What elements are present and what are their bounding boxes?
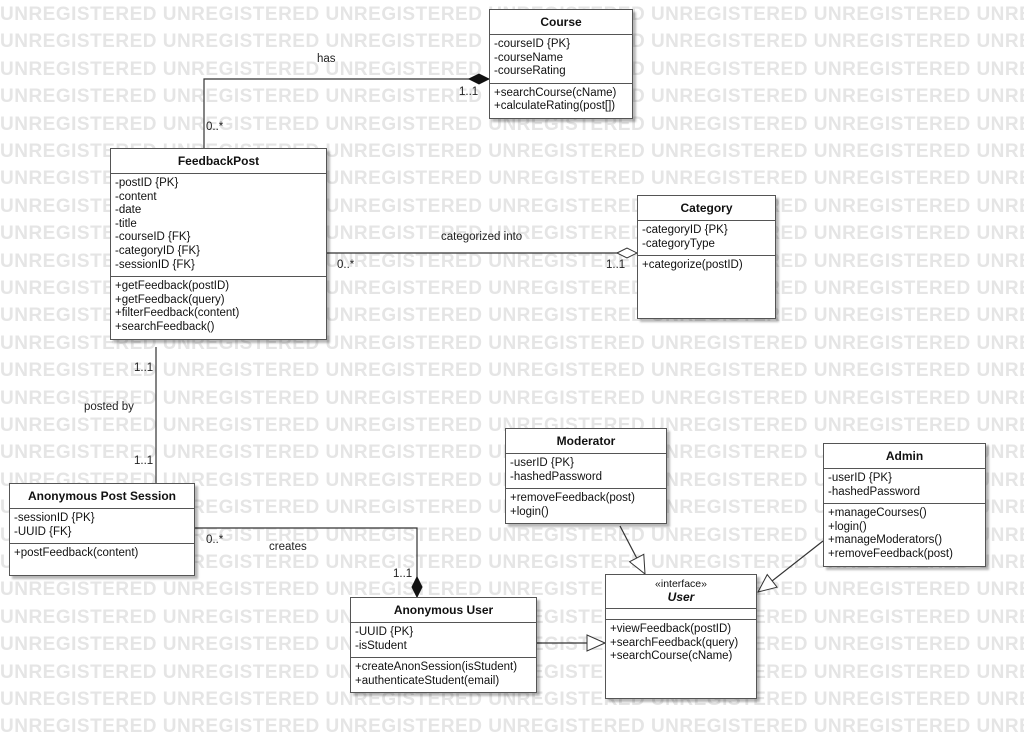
has-multiplicity-course: 1..1: [459, 86, 479, 98]
methods-compartment: +manageCourses()+login()+manageModerator…: [824, 504, 985, 565]
class-anonymous-post-session[interactable]: Anonymous Post Session -sessionID {PK}-U…: [9, 483, 195, 576]
member-row: -courseName: [494, 51, 564, 64]
member-row: +manageModerators(): [828, 534, 943, 547]
class-header: FeedbackPost: [111, 149, 326, 174]
member-row: +searchCourse(cName): [610, 650, 733, 663]
member-row: -content: [115, 190, 157, 203]
member-row: -date: [115, 204, 142, 217]
member-row: +login(): [510, 505, 549, 518]
class-header: Anonymous User: [351, 598, 536, 623]
member-row: -hashedPassword: [510, 470, 603, 483]
member-row: +getFeedback(query): [115, 293, 225, 306]
member-row: +login(): [828, 520, 867, 533]
posted-by-label: posted by: [84, 401, 134, 413]
class-feedback-post[interactable]: FeedbackPost -postID {PK}-content-date-t…: [110, 148, 327, 340]
member-row: +getFeedback(postID): [115, 280, 230, 293]
interface-stereotype: «interface»: [655, 578, 707, 590]
class-name: FeedbackPost: [177, 154, 260, 168]
class-header: Admin: [824, 444, 985, 469]
member-row: -title: [115, 217, 137, 230]
member-row: +categorize(postID): [642, 259, 743, 272]
attributes-compartment: -categoryID {PK}-categoryType: [638, 221, 775, 257]
class-header: Category: [638, 196, 775, 221]
member-row: +searchFeedback(): [115, 320, 215, 333]
member-row: -courseID {FK}: [115, 231, 191, 244]
member-row: -isStudent: [355, 639, 407, 652]
member-row: +filterFeedback(content): [115, 307, 240, 320]
member-row: +removeFeedback(post): [828, 547, 953, 560]
class-course[interactable]: Course -courseID {PK}-courseName-courseR…: [489, 9, 633, 119]
member-row: -courseRating: [494, 65, 566, 78]
member-row: +searchFeedback(query): [610, 636, 739, 649]
interface-user[interactable]: «interface» User +viewFeedback(postID)+s…: [605, 574, 757, 699]
member-row: -hashedPassword: [828, 485, 921, 498]
member-row: +postFeedback(content): [14, 547, 139, 560]
member-row: -courseID {PK}: [494, 38, 571, 50]
class-header: Anonymous Post Session: [10, 484, 194, 509]
member-row: +manageCourses(): [828, 507, 927, 520]
class-name: User: [667, 590, 695, 604]
moderator-realization-line: [619, 525, 645, 574]
member-row: +createAnonSession(isStudent): [355, 661, 518, 674]
class-moderator[interactable]: Moderator -userID {PK}-hashedPassword +r…: [505, 428, 667, 525]
member-row: -userID {PK}: [828, 472, 892, 484]
posted-by-multiplicity-session: 1..1: [134, 455, 154, 467]
class-name: Admin: [885, 449, 924, 463]
member-row: -sessionID {FK}: [115, 258, 195, 271]
class-header: «interface» User: [606, 575, 756, 609]
class-name: Category: [680, 201, 733, 215]
member-row: +viewFeedback(postID): [610, 623, 732, 635]
member-row: -UUID {PK}: [355, 626, 414, 638]
class-category[interactable]: Category -categoryID {PK}-categoryType +…: [637, 195, 776, 319]
attributes-compartment: -postID {PK}-content-date-title-courseID…: [111, 174, 326, 278]
methods-compartment: +postFeedback(content): [10, 544, 194, 575]
class-admin[interactable]: Admin -userID {PK}-hashedPassword +manag…: [823, 443, 986, 567]
member-row: -UUID {FK}: [14, 525, 72, 538]
attributes-compartment: -sessionID {PK}-UUID {FK}: [10, 509, 194, 545]
methods-compartment: +categorize(postID): [638, 256, 775, 277]
categorized-multiplicity-category: 1..1: [606, 259, 626, 271]
creates-label: creates: [269, 541, 307, 553]
has-label: has: [317, 53, 336, 65]
categorized-into-label: categorized into: [441, 231, 523, 243]
creates-multiplicity-session: 0..*: [206, 534, 224, 546]
methods-compartment: +removeFeedback(post)+login(): [506, 489, 666, 523]
class-anonymous-user[interactable]: Anonymous User -UUID {PK}-isStudent +cre…: [350, 597, 537, 694]
member-row: -userID {PK}: [510, 457, 574, 469]
attributes-compartment: -userID {PK}-hashedPassword: [824, 469, 985, 505]
class-header: Course: [490, 10, 632, 35]
attributes-compartment: -UUID {PK}-isStudent: [351, 623, 536, 659]
member-row: -categoryType: [642, 237, 715, 250]
attributes-compartment: -courseID {PK}-courseName-courseRating: [490, 35, 632, 84]
attributes-compartment: [606, 609, 756, 620]
posted-by-multiplicity-post: 1..1: [134, 362, 154, 374]
creates-multiplicity-user: 1..1: [393, 568, 413, 580]
methods-compartment: +getFeedback(postID)+getFeedback(query)+…: [111, 277, 326, 338]
class-name: Anonymous User: [393, 603, 494, 617]
member-row: -categoryID {FK}: [115, 244, 201, 257]
member-row: +calculateRating(post[]): [494, 100, 616, 113]
member-row: -postID {PK}: [115, 177, 179, 189]
class-header: Moderator: [506, 429, 666, 454]
has-multiplicity-post: 0..*: [206, 121, 224, 133]
categorized-multiplicity-post: 0..*: [337, 259, 355, 271]
class-name: Anonymous Post Session: [27, 489, 177, 503]
member-row: -sessionID {PK}: [14, 512, 95, 524]
class-name: Course: [540, 15, 582, 29]
creates-association-line: [195, 527, 417, 597]
attributes-compartment: -userID {PK}-hashedPassword: [506, 454, 666, 490]
member-row: +searchCourse(cName): [494, 86, 617, 99]
methods-compartment: +searchCourse(cName)+calculateRating(pos…: [490, 84, 632, 118]
member-row: -categoryID {PK}: [642, 224, 728, 236]
methods-compartment: +viewFeedback(postID)+searchFeedback(que…: [606, 620, 756, 668]
member-row: +authenticateStudent(email): [355, 674, 500, 687]
class-name: Moderator: [556, 434, 616, 448]
admin-realization-line: [758, 540, 824, 592]
member-row: +removeFeedback(post): [510, 492, 635, 505]
has-association-line: [203, 79, 489, 148]
methods-compartment: +createAnonSession(isStudent)+authentica…: [351, 658, 536, 692]
